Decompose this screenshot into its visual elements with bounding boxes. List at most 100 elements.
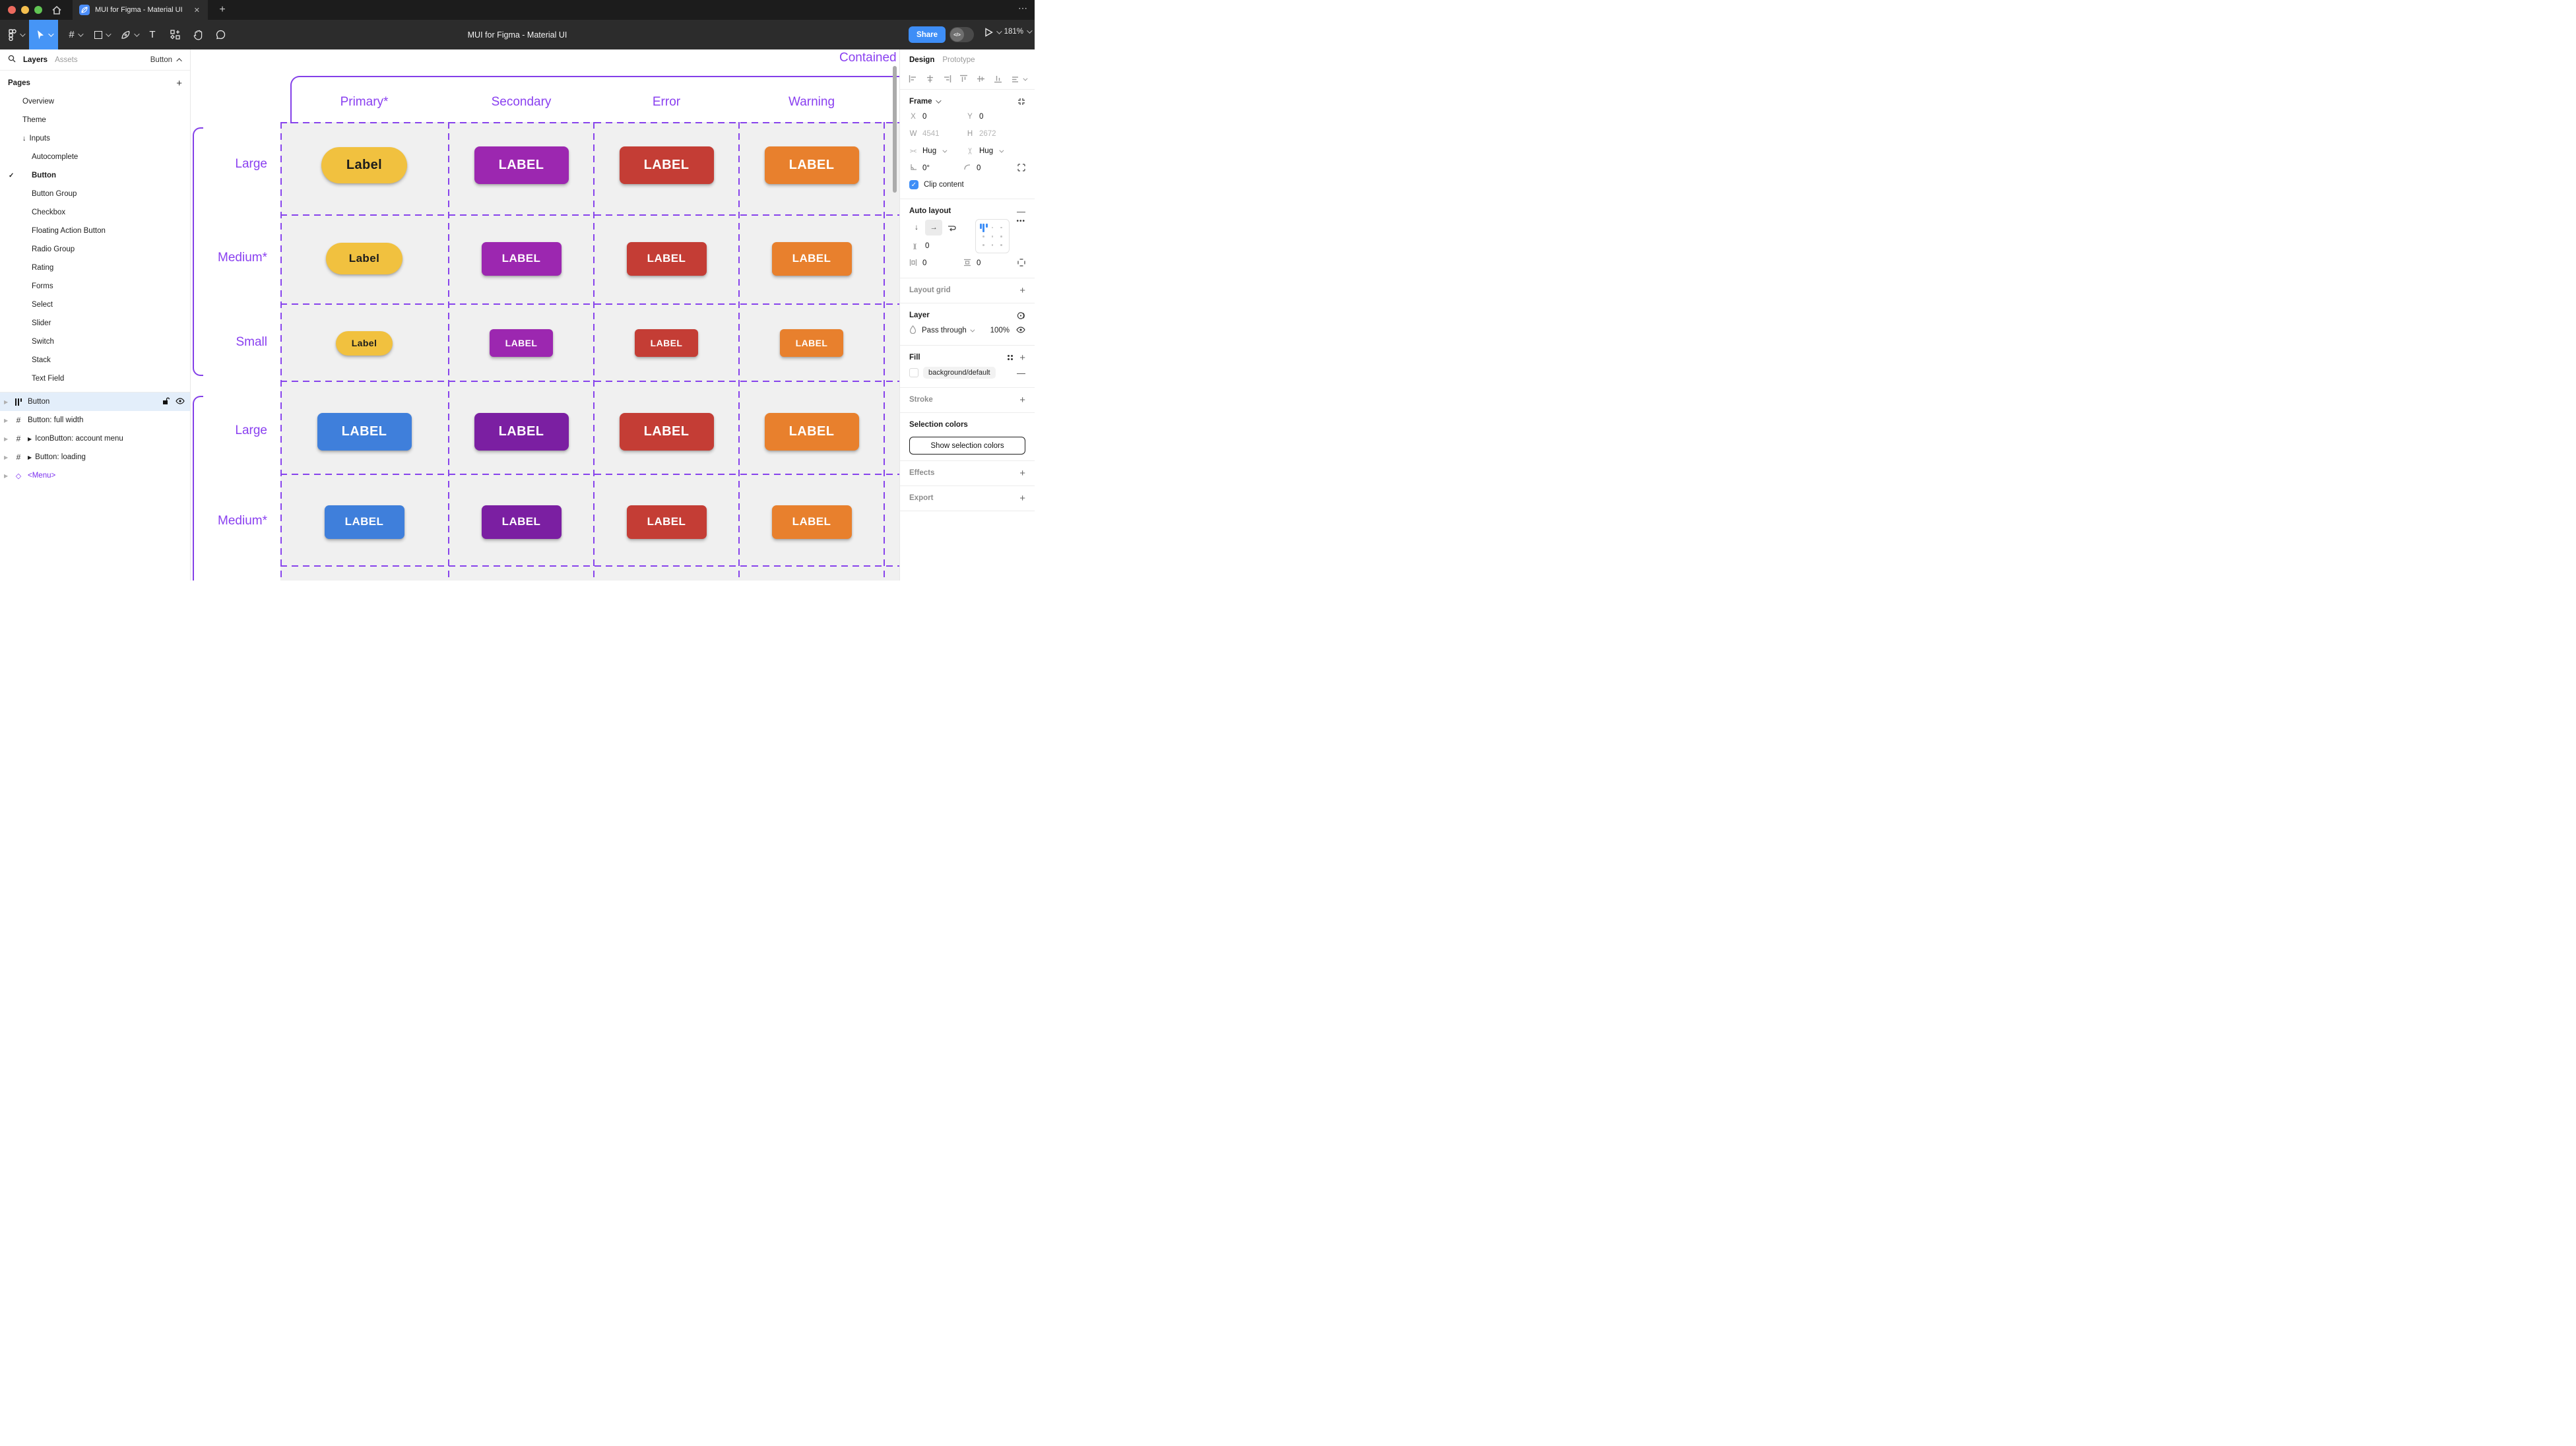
- add-fill-button[interactable]: +: [1019, 352, 1025, 363]
- browser-tab[interactable]: MUI for Figma - Material UI ✕: [73, 0, 208, 20]
- canvas-button-large-error[interactable]: LABEL: [619, 146, 714, 184]
- canvas-button-large-secondary[interactable]: LABEL: [474, 412, 569, 451]
- add-export-button[interactable]: +: [1019, 492, 1025, 504]
- layer-row-button-loading[interactable]: ▶#▶Button: loading: [0, 448, 190, 466]
- shrink-icon[interactable]: [1017, 98, 1025, 106]
- canvas-button-small-primary[interactable]: Label: [336, 330, 393, 356]
- horizontal-resizing-dropdown[interactable]: ><Hug: [909, 147, 966, 155]
- canvas-button-small-warning[interactable]: LABEL: [780, 329, 843, 357]
- show-selection-colors-button[interactable]: Show selection colors: [909, 437, 1025, 455]
- page-item-floating-action-button[interactable]: Floating Action Button: [0, 222, 190, 240]
- canvas-button-medium-error[interactable]: LABEL: [626, 505, 707, 539]
- page-item-forms[interactable]: Forms: [0, 277, 190, 296]
- component-dropdown[interactable]: Button: [150, 56, 182, 64]
- add-stroke-button[interactable]: +: [1019, 394, 1025, 406]
- page-item-overview[interactable]: Overview: [0, 92, 190, 111]
- page-item-theme[interactable]: Theme: [0, 111, 190, 129]
- canvas-button-small-secondary[interactable]: LABEL: [490, 329, 553, 357]
- canvas-button-medium-warning[interactable]: LABEL: [771, 241, 852, 276]
- expand-caret-icon[interactable]: ▶: [4, 435, 9, 442]
- opacity-value[interactable]: 100%: [990, 327, 1010, 334]
- page-item-select[interactable]: Select: [0, 296, 190, 314]
- fill-color-swatch[interactable]: [909, 368, 918, 377]
- dev-mode-toggle[interactable]: </>: [950, 27, 974, 42]
- canvas-button-large-error[interactable]: LABEL: [619, 412, 714, 451]
- eye-icon[interactable]: [1016, 326, 1025, 335]
- tab-assets[interactable]: Assets: [55, 55, 78, 64]
- eye-icon[interactable]: [176, 397, 185, 406]
- window-maximize-dot[interactable]: [34, 6, 42, 14]
- align-top-icon[interactable]: [959, 75, 968, 85]
- window-minimize-dot[interactable]: [21, 6, 29, 14]
- canvas-button-large-warning[interactable]: LABEL: [764, 412, 859, 451]
- blend-mode-dropdown[interactable]: Pass through: [922, 327, 975, 334]
- pen-tool-button[interactable]: [117, 20, 141, 49]
- clip-content-checkbox[interactable]: ✓: [909, 180, 918, 189]
- hand-tool-button[interactable]: [189, 20, 207, 49]
- zoom-level-dropdown[interactable]: 181%: [1004, 28, 1033, 36]
- tab-layers[interactable]: Layers: [23, 55, 48, 64]
- frame-tool-button[interactable]: #: [63, 20, 87, 49]
- independent-padding-icon[interactable]: [1017, 258, 1025, 268]
- auto-layout-horizontal-icon[interactable]: →: [925, 220, 942, 236]
- remove-fill-button[interactable]: —: [1017, 367, 1025, 378]
- canvas-button-medium-primary[interactable]: Label: [326, 243, 402, 274]
- frame-name-label[interactable]: Contained: [839, 51, 897, 65]
- layer-row-button[interactable]: ▶Button: [0, 393, 190, 411]
- align-left-icon[interactable]: [909, 75, 917, 85]
- window-close-dot[interactable]: [8, 6, 16, 14]
- gap-field[interactable]: ]|[ 0: [909, 242, 966, 250]
- unlock-icon[interactable]: [162, 397, 170, 407]
- page-item-rating[interactable]: Rating: [0, 259, 190, 277]
- page-item-button[interactable]: ✓Button: [0, 166, 190, 185]
- page-item-slider[interactable]: Slider: [0, 314, 190, 332]
- page-item-button-group[interactable]: Button Group: [0, 185, 190, 203]
- new-tab-button[interactable]: +: [219, 4, 226, 15]
- page-item-inputs[interactable]: ↓Inputs: [0, 129, 190, 148]
- auto-layout-vertical-icon[interactable]: ↓: [915, 224, 918, 232]
- canvas-button-large-primary[interactable]: LABEL: [317, 412, 412, 451]
- search-icon[interactable]: [8, 55, 16, 65]
- page-item-checkbox[interactable]: Checkbox: [0, 203, 190, 222]
- vertical-resizing-dropdown[interactable]: ><Hug: [966, 147, 1023, 155]
- canvas-button-medium-primary[interactable]: LABEL: [324, 505, 404, 539]
- vertical-padding-field[interactable]: 0: [963, 259, 1017, 268]
- layer-row-menu[interactable]: ▶◇<Menu>: [0, 466, 190, 485]
- distribute-icon[interactable]: [1011, 75, 1028, 84]
- blend-mode-icon[interactable]: [1017, 311, 1025, 320]
- align-right-icon[interactable]: [943, 75, 951, 85]
- auto-layout-alignment-grid[interactable]: [975, 219, 1010, 253]
- canvas-button-small-error[interactable]: LABEL: [635, 329, 698, 357]
- share-button[interactable]: Share: [909, 26, 946, 43]
- page-item-radio-group[interactable]: Radio Group: [0, 240, 190, 259]
- fill-token-chip[interactable]: background/default: [923, 367, 996, 379]
- shape-tool-button[interactable]: [90, 20, 113, 49]
- add-effect-button[interactable]: +: [1019, 467, 1025, 479]
- comment-tool-button[interactable]: [211, 20, 230, 49]
- expand-caret-icon[interactable]: ▶: [4, 417, 9, 424]
- canvas-button-medium-secondary[interactable]: LABEL: [481, 505, 562, 539]
- remove-auto-layout-button[interactable]: —: [1017, 206, 1025, 216]
- frame-section-title[interactable]: Frame: [909, 98, 932, 106]
- main-menu-button[interactable]: [4, 20, 28, 49]
- add-layout-grid-button[interactable]: +: [1019, 284, 1025, 296]
- canvas-button-medium-warning[interactable]: LABEL: [771, 505, 852, 539]
- text-tool-button[interactable]: T: [149, 29, 156, 40]
- horizontal-padding-field[interactable]: 0: [909, 259, 963, 268]
- tab-prototype[interactable]: Prototype: [942, 55, 975, 64]
- expand-caret-icon[interactable]: ▶: [4, 454, 9, 460]
- move-tool-button[interactable]: [29, 20, 58, 49]
- page-item-stack[interactable]: Stack: [0, 351, 190, 369]
- auto-layout-more-button[interactable]: •••: [1016, 218, 1025, 225]
- home-icon[interactable]: [50, 3, 63, 16]
- add-page-button[interactable]: +: [176, 77, 182, 89]
- corner-radius-field[interactable]: 0: [963, 164, 1017, 173]
- canvas-button-medium-error[interactable]: LABEL: [626, 241, 707, 276]
- rotation-field[interactable]: 0°: [909, 164, 963, 173]
- independent-corners-icon[interactable]: [1017, 163, 1025, 173]
- expand-caret-icon[interactable]: ▶: [4, 472, 9, 479]
- fill-styles-icon[interactable]: [1007, 354, 1014, 361]
- resources-tool-button[interactable]: [166, 20, 183, 49]
